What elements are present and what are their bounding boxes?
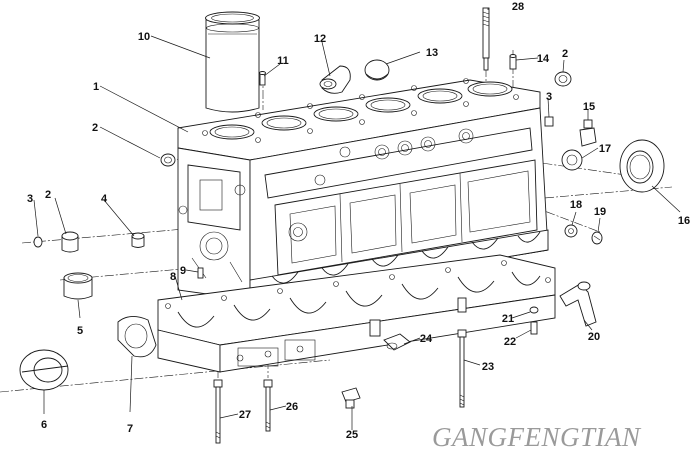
- callout-5: 5: [77, 325, 83, 337]
- crankshaft-seal-part: [19, 349, 69, 391]
- callout-1: 1: [93, 81, 99, 93]
- callout-22: 22: [504, 336, 516, 348]
- right-side-parts: [544, 71, 665, 245]
- callout-16: 16: [678, 215, 690, 227]
- callout-6: 6: [41, 419, 47, 431]
- thrust-washer-part: [117, 316, 157, 358]
- callout-2b: 2: [45, 189, 51, 201]
- callout-2a: 2: [92, 122, 98, 134]
- callout-28: 28: [512, 1, 524, 13]
- callout-3a: 3: [27, 193, 33, 205]
- callout-3b: 3: [546, 91, 552, 103]
- callout-20: 20: [588, 331, 600, 343]
- callout-26: 26: [286, 401, 298, 413]
- callout-9: 9: [180, 265, 186, 277]
- oil-pipe-elbow-part: [559, 281, 597, 327]
- stud-bolt-part: [482, 7, 490, 71]
- callout-2c: 2: [562, 48, 568, 60]
- callout-27: 27: [239, 409, 251, 421]
- callout-10: 10: [138, 31, 150, 43]
- callout-17: 17: [599, 143, 611, 155]
- oil-fitting-part: [319, 65, 351, 94]
- watermark-text: GANGFENGTIAN: [432, 422, 642, 452]
- callout-21: 21: [502, 313, 514, 325]
- callout-14: 14: [537, 53, 550, 65]
- callout-7: 7: [127, 423, 133, 435]
- leader-lines: [33, 8, 681, 430]
- callout-11: 11: [277, 55, 289, 67]
- callout-25: 25: [346, 429, 358, 441]
- cylinder-liner-part: [205, 11, 260, 113]
- callout-13: 13: [426, 47, 438, 59]
- callout-4: 4: [101, 193, 108, 205]
- dowel-pins: [259, 54, 517, 86]
- long-bolts: [213, 329, 467, 444]
- callout-18: 18: [570, 199, 582, 211]
- main-bearing-frame-part: [157, 254, 556, 373]
- callout-15: 15: [583, 101, 595, 113]
- camshaft-bush-part: [63, 272, 93, 300]
- callout-24: 24: [420, 333, 433, 345]
- cup-plug-part: [160, 153, 176, 167]
- bearing-shells-left: [33, 231, 145, 253]
- expansion-plug-part: [364, 59, 390, 81]
- callout-12: 12: [314, 33, 326, 45]
- callout-19: 19: [594, 206, 606, 218]
- callout-8: 8: [170, 271, 176, 283]
- callout-23: 23: [482, 361, 494, 373]
